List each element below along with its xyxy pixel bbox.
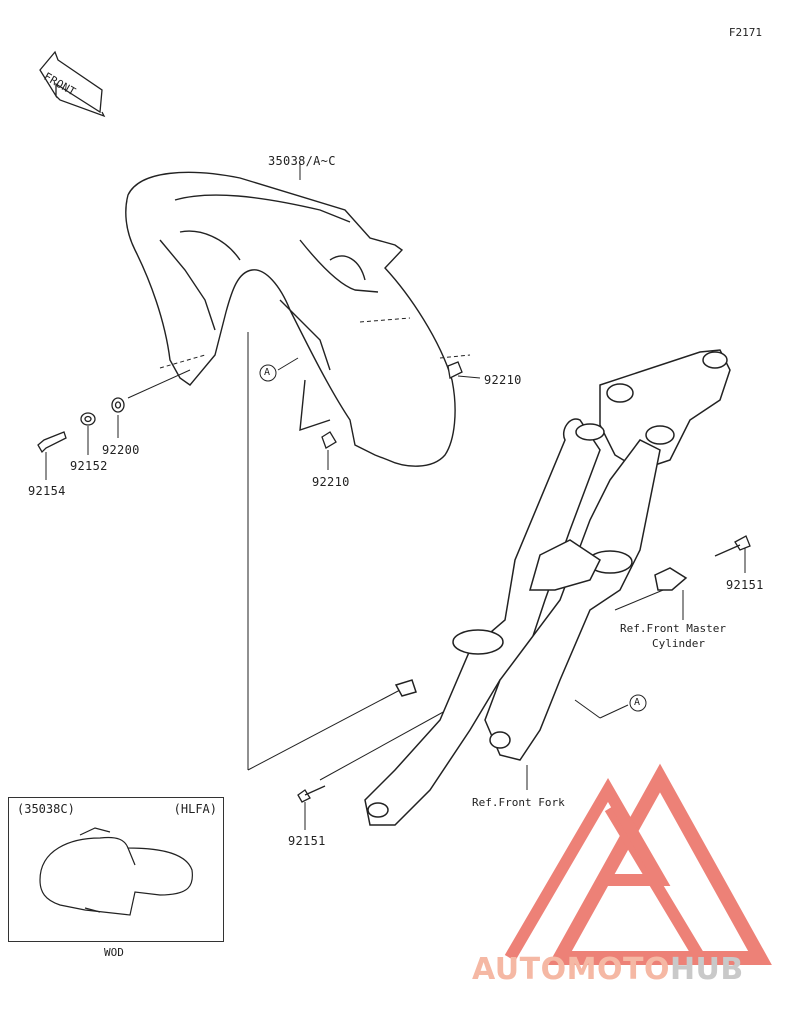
small-hardware: [37, 361, 751, 803]
part-label-bolt-bottom[interactable]: 92151: [288, 834, 326, 848]
callout-a-upper: A: [264, 367, 271, 378]
inset-box: (35038C) (HLFA): [8, 797, 224, 942]
figure-code: F2171: [728, 26, 762, 39]
inset-part-code: (35038C): [17, 802, 75, 816]
front-arrow-icon: [39, 50, 106, 118]
ref-front-fork: Ref.Front Fork: [472, 796, 565, 809]
part-label-bolt-left[interactable]: 92154: [28, 484, 66, 498]
part-label-fender[interactable]: 35038/A~C: [268, 154, 336, 168]
front-fender: [125, 171, 456, 467]
inset-color-code: WOD: [104, 946, 124, 959]
ref-master-cylinder-line2: Cylinder: [652, 637, 705, 650]
part-label-bracket-nut-left[interactable]: 92210: [312, 475, 350, 489]
part-label-bolt-top[interactable]: 92151: [726, 578, 764, 592]
part-label-bracket-nut-right[interactable]: 92210: [484, 373, 522, 387]
front-fork: [364, 349, 731, 826]
watermark-part1: AUTOMOTO: [472, 952, 670, 987]
inset-region: (HLFA): [173, 802, 217, 816]
ref-master-cylinder-line1: Ref.Front Master: [620, 622, 726, 635]
part-label-collar[interactable]: 92152: [70, 459, 108, 473]
watermark-brand: AUTOMOTOHUB: [472, 952, 744, 987]
watermark-logo: [504, 763, 772, 965]
inset-fender-sketch: [39, 827, 194, 916]
callout-a-lower: A: [634, 697, 641, 708]
part-label-washer[interactable]: 92200: [102, 443, 140, 457]
watermark-part2: HUB: [669, 952, 744, 987]
